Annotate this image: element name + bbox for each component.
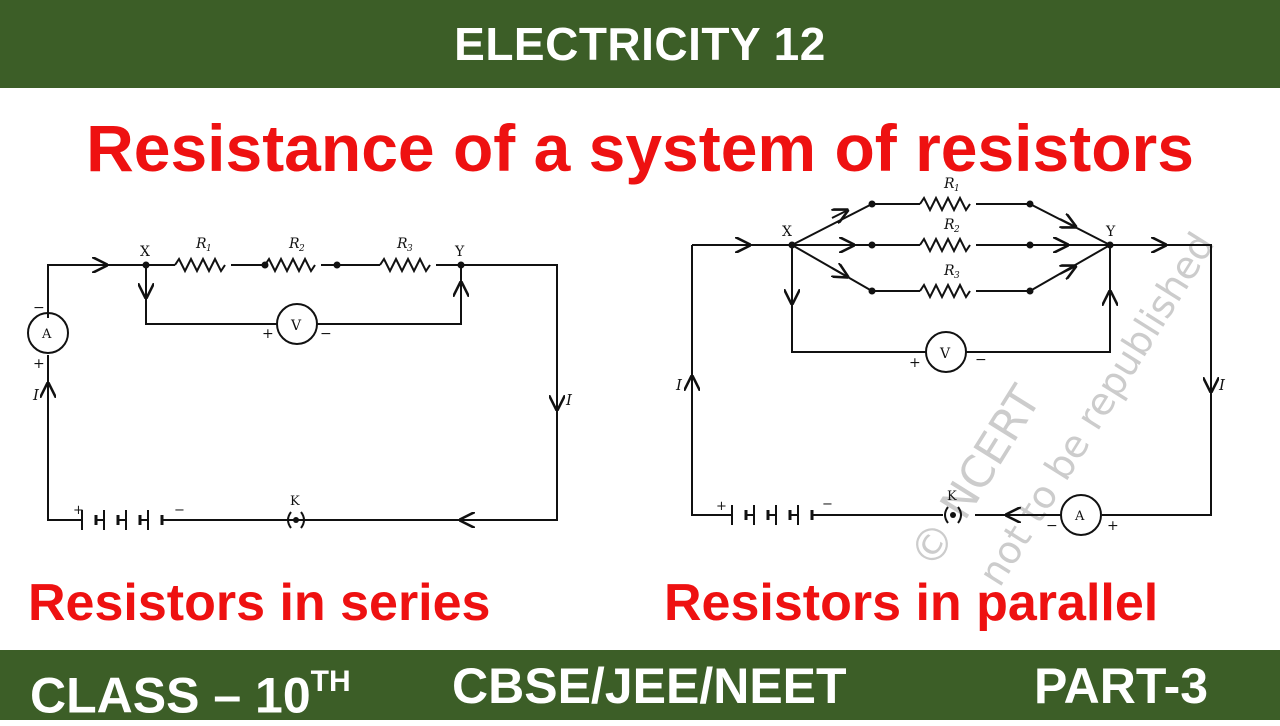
series-current-left: I	[32, 386, 40, 404]
series-label-x: X	[140, 244, 150, 260]
series-resistor-r1	[174, 256, 226, 274]
footer-bar: CLASS – 10TH CBSE/JEE/NEET PART-3	[0, 650, 1280, 724]
parallel-resistor-r3	[919, 282, 971, 300]
parallel-label-r1-sub: 1	[954, 184, 960, 194]
series-label-r3-sub: 3	[407, 244, 413, 254]
parallel-wire-right	[1102, 244, 1212, 516]
series-label-r1: R	[195, 236, 207, 252]
parallel-current-left: I	[675, 376, 683, 394]
series-label-r3: R	[396, 236, 408, 252]
series-resistor-r3	[379, 256, 431, 274]
series-voltmeter-wire-right	[317, 265, 462, 325]
footer-class: CLASS – 10TH	[30, 656, 351, 726]
parallel-label-r3-sub: 3	[954, 271, 960, 281]
parallel-ammeter-label: A	[1074, 509, 1085, 524]
series-key-label: K	[290, 494, 300, 509]
parallel-voltmeter-wire-right	[966, 245, 1111, 353]
footer-class-sup: TH	[310, 665, 351, 698]
parallel-label-y: Y	[1105, 224, 1116, 240]
parallel-label-r3: R	[943, 263, 955, 279]
series-label-r2: R	[288, 236, 300, 252]
parallel-branch-3-right	[976, 244, 1111, 292]
parallel-battery-plus: +	[716, 499, 727, 514]
parallel-circuit	[691, 195, 1212, 536]
header-bar: ELECTRICITY 12	[0, 0, 1280, 88]
footer-class-label: CLASS – 10	[30, 667, 311, 724]
parallel-branch-1-left	[791, 203, 920, 246]
series-voltmeter	[276, 303, 318, 345]
parallel-voltmeter-label: V	[939, 346, 951, 362]
series-circuit	[27, 256, 558, 530]
parallel-label-x: X	[782, 224, 792, 240]
parallel-current-right: I	[1218, 376, 1226, 394]
series-ammeter-minus: −	[33, 300, 45, 316]
series-ammeter-label: A	[41, 327, 52, 342]
series-voltmeter-plus: +	[262, 326, 274, 342]
header-title: ELECTRICITY 12	[454, 18, 826, 70]
main-title: Resistance of a system of resistors	[86, 111, 1194, 185]
parallel-branch-3-left	[791, 244, 920, 292]
series-battery	[78, 510, 180, 530]
series-label-y: Y	[454, 244, 465, 260]
parallel-battery	[728, 505, 815, 525]
parallel-label-r2-sub: 2	[953, 225, 960, 235]
series-key	[287, 511, 305, 529]
series-battery-minus: −	[174, 503, 185, 518]
parallel-branch-1-right	[976, 203, 1111, 246]
parallel-resistor-r2	[919, 236, 971, 254]
parallel-ammeter	[1060, 494, 1102, 536]
series-wire-top-left	[47, 264, 175, 318]
series-ammeter-plus: +	[33, 356, 45, 372]
series-label-r2-sub: 2	[298, 244, 305, 254]
parallel-label-r2: R	[943, 217, 955, 233]
series-voltmeter-wire-left	[145, 265, 277, 325]
footer-exams: CBSE/JEE/NEET	[452, 658, 847, 714]
series-ammeter	[27, 312, 69, 354]
parallel-ammeter-plus: +	[1107, 518, 1119, 534]
parallel-battery-minus: −	[822, 497, 833, 512]
parallel-voltmeter-minus: −	[975, 352, 987, 368]
series-battery-plus: +	[73, 503, 84, 518]
parallel-voltmeter-plus: +	[909, 355, 921, 371]
parallel-voltmeter-wire-left	[791, 245, 926, 353]
parallel-label-r1: R	[943, 176, 955, 192]
series-voltmeter-label: V	[290, 318, 302, 334]
footer-part: PART-3	[1034, 658, 1209, 714]
parallel-wire-left	[691, 245, 728, 516]
parallel-ammeter-minus: −	[1046, 518, 1058, 534]
parallel-voltmeter	[925, 331, 967, 373]
series-caption: Resistors in series	[28, 574, 491, 632]
series-wire-left-bottom	[47, 355, 78, 521]
series-voltmeter-minus: −	[320, 326, 332, 342]
series-current-right: I	[565, 391, 573, 409]
parallel-key	[944, 506, 962, 524]
parallel-caption: Resistors in parallel	[664, 574, 1159, 632]
parallel-key-label: K	[947, 489, 957, 504]
series-wire-right	[180, 264, 558, 521]
series-resistor-r2	[264, 256, 316, 274]
parallel-resistor-r1	[919, 195, 971, 213]
series-label-r1-sub: 1	[206, 244, 212, 254]
